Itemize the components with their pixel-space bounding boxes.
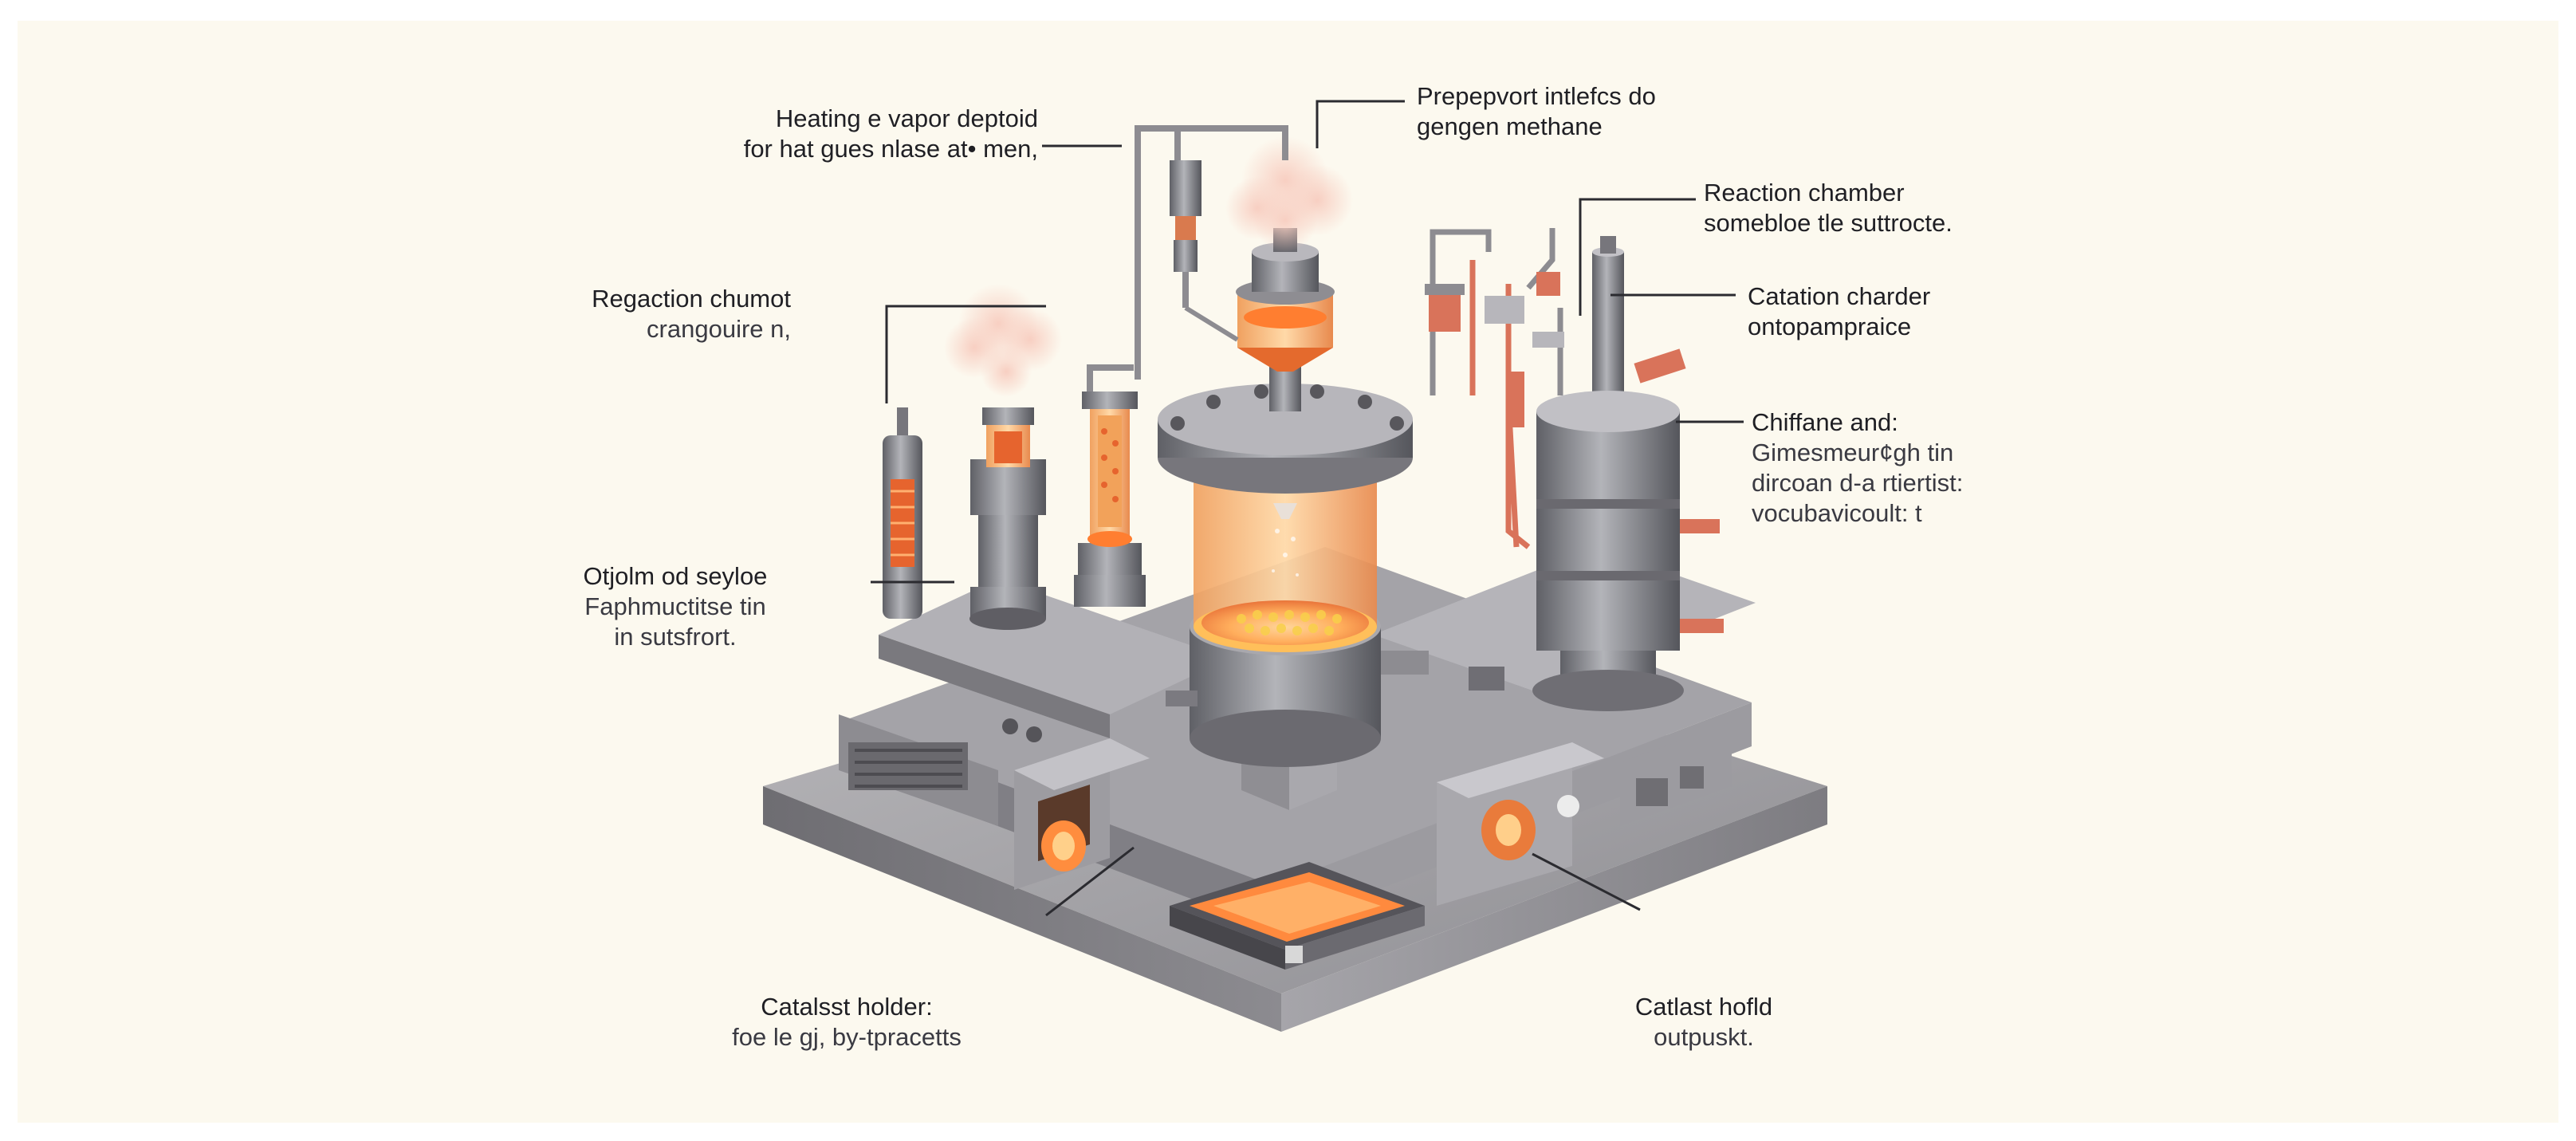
callout-regaction-title: Regaction chumot [592, 285, 791, 313]
left-glow-cylinder [969, 407, 1046, 630]
callout-chiffane-sub2: dircoan d-a rtiertist: [1752, 469, 1964, 497]
callout-chiffane-sub3: vocubavicoult: t [1752, 499, 1922, 527]
right-furnace-window [1437, 742, 1604, 906]
cvd-apparatus-illustration [763, 100, 1827, 1032]
right-condenser-cylinder [1532, 236, 1724, 711]
valve-cluster [1425, 272, 1564, 427]
callout-catalsst-holder-title: Catalsst holder: [761, 993, 933, 1021]
callout-prepeport: Prepepvort intlefcs do gengen methane [1417, 81, 1656, 142]
callout-catation-sub: ontopampraice [1748, 313, 1912, 340]
left-heating-tube [883, 407, 922, 619]
left-control-box [839, 714, 1042, 826]
right-control-box [1620, 722, 1732, 826]
callout-reaction-chamber: Reaction chamber somebloe tle suttrocte. [1704, 178, 1953, 238]
callout-heating-title: Heating e vapor deptoid [775, 104, 1038, 132]
callout-chiffane: Chiffane and: Gimesmeur¢gh tin dircoan d… [1752, 407, 1963, 529]
callout-leader-lines [871, 100, 1744, 917]
callout-otjolm-sub: Faphmuctitse tin [584, 592, 766, 620]
callout-catlast-hofld-title: Catlast hofld [1634, 993, 1773, 1021]
smoke-plume-center [1225, 136, 1353, 252]
callout-catation: Catation charder ontopampraice [1748, 281, 1930, 342]
callout-chiffane-title: Chiffane and: [1752, 408, 1898, 436]
callout-otjolm-title: Otjolm od seyloe [583, 562, 768, 590]
vapor-feed-column [1135, 125, 1288, 380]
catalyst-holder-tray [1170, 862, 1425, 970]
callout-regaction: Regaction chumot crangouire n, [416, 284, 791, 344]
diagram-canvas: Heating e vapor deptoid for hat gues nla… [18, 21, 2558, 1123]
callout-catation-title: Catation charder [1748, 282, 1931, 310]
callout-otjolm-sub2: in sutsfrort. [614, 623, 737, 651]
smoke-plume-left [944, 284, 1062, 397]
callout-catalsst-holder: Catalsst holder: foe le gj, by-tpracetts [655, 992, 1038, 1052]
callout-heating-sub: for hat gues nlase at• men, [743, 135, 1038, 163]
callout-catalsst-holder-sub: foe le gj, by-tpracetts [732, 1023, 962, 1051]
central-reactor-vessel [1158, 364, 1413, 767]
callout-heating: Heating e vapor deptoid for hat gues nla… [592, 104, 1038, 164]
callout-reaction-chamber-title: Reaction chamber [1704, 179, 1905, 207]
callout-chiffane-sub: Gimesmeur¢gh tin [1752, 439, 1954, 466]
callout-otjolm: Otjolm od seyloe Faphmuctitse tin in sut… [496, 561, 855, 652]
callout-catlast-hofld: Catlast hofld outpuskt. [1572, 992, 1835, 1052]
callout-prepeport-sub: gengen methane [1417, 112, 1603, 140]
callout-regaction-sub: crangouire n, [647, 315, 791, 343]
callout-reaction-chamber-sub: somebloe tle suttrocte. [1704, 209, 1953, 237]
left-furnace-window [1014, 738, 1150, 890]
deck-brackets [1166, 651, 1504, 706]
callout-prepeport-title: Prepepvort intlefcs do [1417, 82, 1656, 110]
callout-catlast-hofld-sub: outpuskt. [1654, 1023, 1754, 1051]
left-reaction-tube [1074, 364, 1146, 607]
